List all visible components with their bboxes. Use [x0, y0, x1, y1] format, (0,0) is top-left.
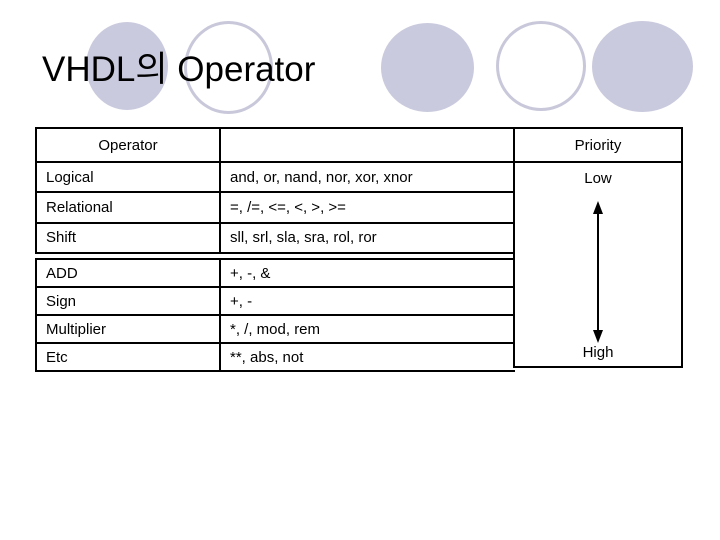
- table-row-relational: Relational =, /=, <=, <, >, >=: [37, 191, 515, 222]
- decorative-circle-outline-2: [496, 21, 586, 111]
- priority-low-label: Low: [584, 170, 612, 187]
- table-row-shift: Shift sll, srl, sla, sra, rol, ror: [37, 221, 515, 252]
- category-cell: Etc: [37, 344, 221, 370]
- category-cell: Relational: [37, 193, 221, 222]
- decorative-circle-filled-1: [86, 22, 168, 110]
- operators-cell: +, -: [230, 292, 253, 310]
- decorative-circle-outline-1: [184, 21, 273, 114]
- table-row-etc: Etc **, abs, not: [37, 342, 515, 370]
- category-cell: ADD: [37, 260, 221, 286]
- priority-double-arrow-icon: [593, 201, 603, 343]
- category-cell: Shift: [37, 223, 221, 252]
- operators-cell: *, /, mod, rem: [230, 320, 321, 338]
- table-row-add: ADD +, -, &: [37, 260, 515, 286]
- table-row-logical: Logical and, or, nand, nor, xor, xnor: [37, 163, 515, 192]
- category-cell: Logical: [37, 163, 221, 192]
- priority-column-header: Priority: [515, 129, 681, 163]
- operator-table-lower: ADD +, -, & Sign +, - Multiplier *, /, m…: [35, 258, 515, 372]
- operators-cell: +, -, &: [230, 264, 271, 282]
- operators-cell: =, /=, <=, <, >, >=: [230, 198, 346, 216]
- priority-high-label: High: [582, 344, 614, 361]
- priority-column: Priority Low High: [513, 127, 683, 368]
- operator-column-header: Operator: [37, 129, 221, 161]
- operators-cell: and, or, nand, nor, xor, xnor: [230, 168, 413, 186]
- operators-cell: **, abs, not: [230, 348, 304, 366]
- operators-cell: sll, srl, sla, sra, rol, ror: [230, 229, 377, 247]
- decorative-circle-filled-3: [592, 21, 693, 112]
- category-cell: Sign: [37, 288, 221, 314]
- table-header-row: Operator: [37, 129, 515, 163]
- empty-column-header: [221, 129, 515, 161]
- slide-title: VHDL의 Operator: [42, 50, 316, 89]
- table-row-multiplier: Multiplier *, /, mod, rem: [37, 314, 515, 342]
- operator-table-upper: Operator Logical and, or, nand, nor, xor…: [35, 127, 515, 254]
- priority-column-body: Low High: [515, 163, 681, 366]
- decorative-circle-filled-2: [381, 23, 474, 112]
- category-cell: Multiplier: [37, 316, 221, 342]
- table-row-sign: Sign +, -: [37, 286, 515, 314]
